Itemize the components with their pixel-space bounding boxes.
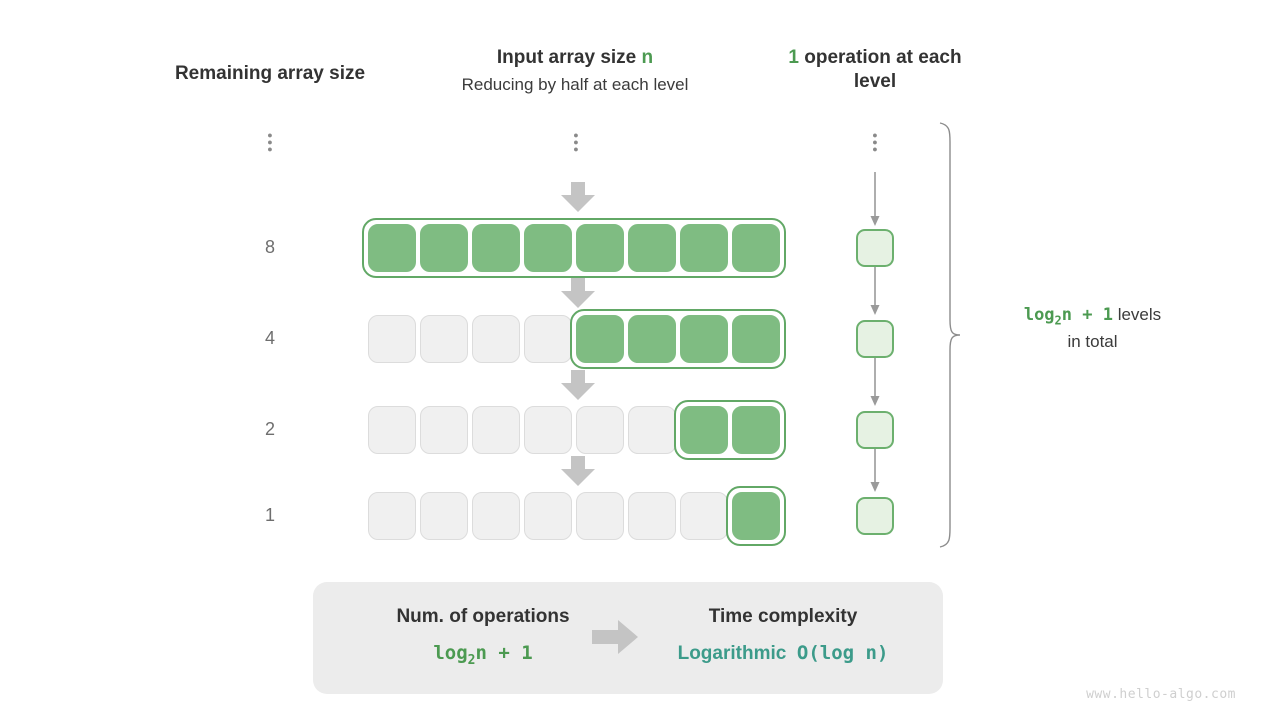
header-operations-per-level: 1 operation at each level [770,46,980,95]
header-right-count: 1 [788,47,799,68]
array-cell-empty [472,406,520,454]
size-label-1: 4 [264,328,275,348]
levels-formula-line: log2n + 1 levels [985,303,1200,330]
split-arrow-icon-2 [561,370,595,400]
levels-total-note: log2n + 1 levels in total [985,303,1200,354]
header-mid-prefix: Input array size [496,47,642,68]
ellipsis-left-icon: ●●● [267,130,273,154]
array-cell-empty [524,315,572,363]
array-cell-active [420,224,468,272]
array-cell-active [732,492,780,540]
array-cell-empty [524,406,572,454]
summary-operations: Num. of operations log2n + 1 [343,606,623,668]
array-cell-empty [420,406,468,454]
array-row-3 [368,492,780,540]
summary-operations-title: Num. of operations [396,606,570,627]
operation-box-3 [856,497,894,535]
operation-box-0 [856,229,894,267]
operation-box-2 [856,411,894,449]
array-cell-empty [420,492,468,540]
summary-operations-value: log2n + 1 [433,642,533,668]
operation-box-1 [856,320,894,358]
header-right-rest: operation at each level [798,47,962,93]
array-cell-active [576,315,624,363]
array-cell-empty [628,492,676,540]
array-cell-empty [368,315,416,363]
array-cell-active [732,406,780,454]
size-label-0: 8 [264,237,275,257]
array-row-1 [368,315,780,363]
header-right-text: 1 operation at each level [770,46,980,95]
flow-arrow-icon-1 [870,267,880,315]
array-cell-empty [628,406,676,454]
complexity-word: Logarithmic [677,643,787,664]
array-cell-active [368,224,416,272]
array-cell-empty [368,406,416,454]
array-cell-empty [680,492,728,540]
array-cell-empty [420,315,468,363]
summary-complexity: Time complexity Logarithmic O(log n) [643,606,923,665]
array-cell-empty [472,492,520,540]
header-mid-variable: n [641,47,654,68]
array-cell-active [472,224,520,272]
header-left-text: Remaining array size [174,63,366,84]
array-cell-active [680,315,728,363]
watermark: www.hello-algo.com [1086,687,1236,702]
array-row-0 [368,224,780,272]
array-cell-empty [368,492,416,540]
array-cell-active [680,224,728,272]
size-label-3: 1 [264,505,275,525]
array-row-2 [368,406,780,454]
array-cell-empty [576,492,624,540]
ellipsis-right-icon: ●●● [872,130,878,154]
complexity-notation: O(log n) [796,642,889,664]
array-cell-empty [524,492,572,540]
levels-formula: log2n + 1 [1023,305,1113,328]
array-cell-active [680,406,728,454]
split-arrow-icon-1 [561,278,595,308]
ellipsis-middle-icon: ●●● [573,130,579,154]
levels-suffix: levels [1112,305,1162,324]
array-cell-active [628,224,676,272]
summary-complexity-title: Time complexity [708,606,858,627]
header-mid-subtitle: Reducing by half at each level [461,75,689,95]
array-cell-active [524,224,572,272]
header-input-array-size: Input array size n Reducing by half at e… [395,46,755,96]
arrow-right-icon [592,620,638,654]
array-cell-active [576,224,624,272]
array-cell-active [628,315,676,363]
array-cell-active [732,315,780,363]
summary-complexity-value: Logarithmic O(log n) [643,642,923,665]
header-remaining-array-size: Remaining array size [90,62,450,86]
array-cell-active [732,224,780,272]
array-cell-empty [472,315,520,363]
levels-brace-icon [939,122,961,548]
array-cell-empty [576,406,624,454]
split-arrow-icon-0 [561,182,595,212]
flow-arrow-icon-2 [870,358,880,406]
split-arrow-icon-3 [561,456,595,486]
header-mid-text: Input array size n [395,46,755,70]
levels-line2: in total [1067,331,1118,351]
size-label-2: 2 [264,419,275,439]
flow-arrow-icon-3 [870,449,880,492]
flow-arrow-icon-0 [870,172,880,226]
